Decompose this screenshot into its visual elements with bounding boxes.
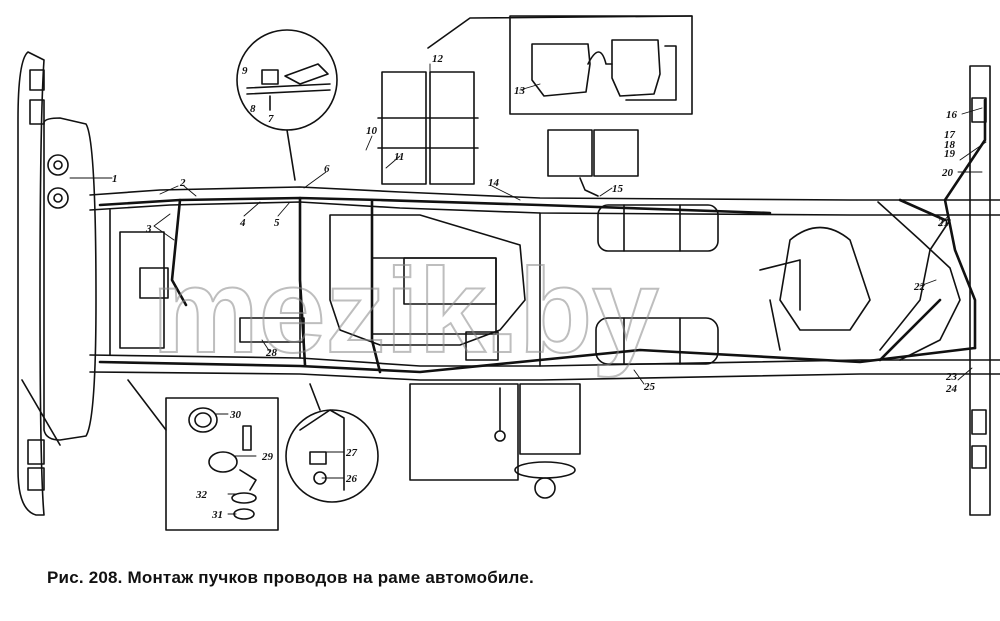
callout-27: 27 [345, 447, 358, 459]
callout-3: 3 [145, 223, 152, 235]
callout-labels: 1 2 3 4 5 6 7 8 9 10 11 12 13 14 15 16 1… [112, 53, 958, 521]
callout-28: 28 [265, 347, 278, 359]
callout-18: 18 [944, 139, 956, 151]
callout-7: 7 [268, 113, 274, 125]
callout-26: 26 [345, 473, 358, 485]
callout-1: 1 [112, 173, 118, 185]
callout-5: 5 [274, 217, 280, 229]
callout-2: 2 [179, 177, 186, 189]
fuel-tank-upper [597, 204, 719, 252]
callout-19: 19 [944, 148, 956, 160]
frame-rails [89, 186, 1000, 381]
callout-16: 16 [946, 109, 958, 121]
figure-caption: Рис. 208. Монтаж пучков проводов на раме… [47, 568, 534, 587]
fuel-tank-lower [595, 317, 719, 365]
callout-4: 4 [239, 217, 246, 229]
rear-crossmember [877, 201, 961, 361]
spare-battery [547, 129, 639, 197]
battery-pack [377, 71, 479, 185]
callout-29: 29 [261, 451, 274, 463]
callout-11: 11 [394, 151, 404, 163]
callout-21: 21 [937, 217, 949, 229]
callout-31: 31 [211, 509, 223, 521]
watermark-text: mezik.by [152, 244, 659, 378]
leader-lines [69, 63, 987, 515]
bolt-detail-inset [236, 29, 338, 181]
callout-13: 13 [514, 85, 526, 97]
front-bumper [17, 51, 97, 516]
callout-32: 32 [195, 489, 208, 501]
callout-25: 25 [643, 381, 656, 393]
transfer-case [409, 383, 581, 499]
callout-23: 23 [945, 371, 958, 383]
engine-block [329, 214, 526, 361]
callout-22: 22 [913, 281, 926, 293]
spare-wheel [759, 226, 871, 351]
callout-6: 6 [324, 163, 330, 175]
callout-15: 15 [612, 183, 624, 195]
callout-24: 24 [945, 383, 958, 395]
callout-30: 30 [229, 409, 242, 421]
callout-12: 12 [432, 53, 444, 65]
callout-8: 8 [250, 103, 256, 115]
callout-10: 10 [366, 125, 378, 137]
mount-detail-inset [285, 383, 379, 503]
callout-9: 9 [242, 65, 248, 77]
harness-wires [98, 98, 987, 374]
radiator [119, 231, 305, 349]
callout-17: 17 [944, 129, 956, 141]
rear-bumper [969, 65, 991, 516]
callout-20: 20 [941, 167, 954, 179]
battery-terminal-inset [427, 15, 693, 115]
callout-14: 14 [488, 177, 500, 189]
clamp-detail-inset [127, 379, 279, 531]
